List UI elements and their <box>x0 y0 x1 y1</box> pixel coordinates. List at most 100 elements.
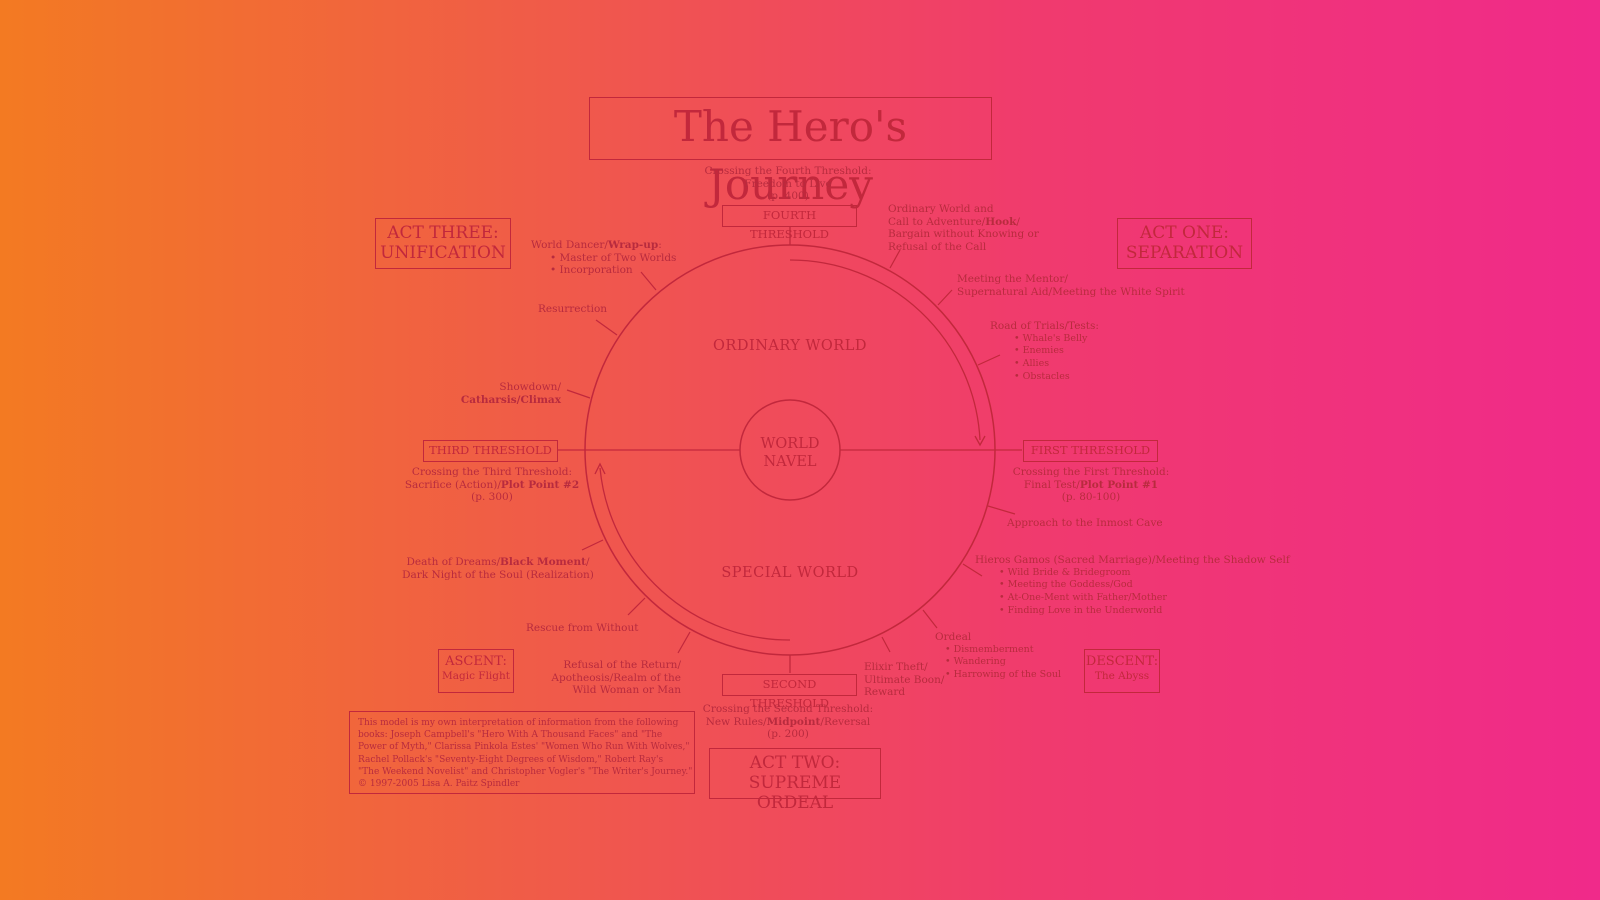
fourth-crossing-line1: Crossing the Fourth Threshold: <box>704 165 872 177</box>
call-slash-text: / <box>1016 215 1020 228</box>
death-of-dreams-text: Death of Dreams/ <box>406 556 501 568</box>
descent-sub: The Abyss <box>1094 670 1150 682</box>
world-dancer-item: Incorporation <box>550 264 676 277</box>
credit-line: Power of Myth," Clarissa Pinkola Estes' … <box>358 742 690 753</box>
upper-journey-arc <box>789 259 981 441</box>
elixir-line1: Elixir Theft/ <box>864 661 928 673</box>
hook-text: Hook <box>985 215 1017 228</box>
fourth-crossing-line2: Freedom to Live <box>744 177 832 190</box>
descent-label: DESCENT: <box>1085 654 1159 669</box>
showdown-line1: Showdown/ <box>499 381 561 393</box>
credit-line: Rachel Pollack's "Seventy-Eight Degrees … <box>358 754 664 765</box>
plot-point-1-text: Plot Point #1 <box>1079 478 1159 491</box>
third-crossing-line1: Crossing the Third Threshold: <box>411 466 573 478</box>
act-one-label: ACT ONE: <box>1140 223 1229 243</box>
upper-arrowhead <box>974 435 986 447</box>
world-dancer-label: World Dancer/Wrap-up: Master of Two Worl… <box>531 239 676 277</box>
ordeal-item: Dismemberment <box>945 644 1061 657</box>
second-crossing-label: Crossing the Second Threshold: New Rules… <box>703 703 873 741</box>
showdown-label: Showdown/ Catharsis/Climax <box>461 381 561 406</box>
tick-hieros <box>962 563 983 577</box>
third-threshold-box: THIRD THRESHOLD <box>423 440 558 462</box>
final-test-text: Final Test/ <box>1023 478 1080 491</box>
mentor-line1: Meeting the Mentor/ <box>957 273 1068 285</box>
act-two-label: ACT TWO: <box>749 753 841 773</box>
credit-line: "The Weekend Novelist" and Christopher V… <box>358 766 693 777</box>
reversal-text: /Reversal <box>820 715 871 728</box>
death-dreams-line1: Death of Dreams/Black Moment/ <box>402 556 594 569</box>
refusal-return-line2: Apotheosis/Realm of the <box>551 671 681 684</box>
ascent-sub: Magic Flight <box>441 670 510 682</box>
trials-item: Whale's Belly <box>1014 333 1099 346</box>
tick-approach <box>987 505 1016 515</box>
trials-label: Road of Trials/Tests: Whale's Belly Enem… <box>990 320 1099 384</box>
ordeal-head: Ordeal <box>935 631 972 643</box>
rescue-label: Rescue from Without <box>526 622 639 634</box>
tick-trials <box>977 354 1001 366</box>
trials-head: Road of Trials/Tests: <box>990 320 1099 332</box>
elixir-line2: Ultimate Boon/ <box>864 673 945 686</box>
elixir-line3: Reward <box>864 686 906 699</box>
tick-mentor <box>937 289 953 306</box>
tick-showdown <box>566 389 591 399</box>
second-crossing-line2: New Rules/Midpoint/Reversal <box>703 716 873 729</box>
third-crossing-line2: Sacrifice (Action)/Plot Point #2 <box>405 479 579 492</box>
third-crossing-label: Crossing the Third Threshold: Sacrifice … <box>405 466 579 504</box>
ascent-label: ASCENT: <box>445 654 507 669</box>
first-crossing-line3: (p. 80-100) <box>1061 491 1121 504</box>
ordeal-item: Harrowing of the Soul <box>945 669 1061 682</box>
copyright-line: © 1997-2005 Lisa A. Paitz Spindler <box>358 779 520 790</box>
world-dancer-item: Master of Two Worlds <box>550 252 677 265</box>
fourth-crossing-label: Crossing the Fourth Threshold: Freedom t… <box>704 165 871 203</box>
ascent-box: ASCENT: Magic Flight <box>438 649 514 693</box>
ordinary-call-line2: Call to Adventure/Hook/ <box>888 216 1039 229</box>
trials-item: Enemies <box>1014 345 1099 358</box>
hieros-item: Meeting the Goddess/God <box>999 579 1290 592</box>
trials-item: Obstacles <box>1014 371 1099 384</box>
new-rules-text: New Rules/ <box>705 715 767 728</box>
world-dancer-line1: World Dancer/Wrap-up: <box>531 239 676 252</box>
tick-ordinary-call <box>889 249 901 269</box>
world-dancer-colon: : <box>658 239 662 251</box>
hieros-item: Finding Love in the Underworld <box>999 605 1290 618</box>
call-to-adventure-text: Call to Adventure/ <box>888 215 986 228</box>
fourth-threshold-box: FOURTH THRESHOLD <box>722 205 857 241</box>
tick-death-dreams <box>581 539 604 551</box>
world-navel-label: WORLD NAVEL <box>750 435 830 471</box>
hieros-item: Wild Bride & Bridegroom <box>999 567 1290 580</box>
act-one-box: ACT ONE: SEPARATION <box>1117 218 1252 269</box>
wrap-up-text: Wrap-up <box>607 239 659 251</box>
ordinary-call-line4: Refusal of the Call <box>888 241 987 254</box>
third-crossing-line3: (p. 300) <box>471 491 513 504</box>
ordinary-call-label: Ordinary World and Call to Adventure/Hoo… <box>888 203 1039 254</box>
tick-ordeal <box>922 609 938 629</box>
death-dreams-label: Death of Dreams/Black Moment/ Dark Night… <box>402 556 594 581</box>
second-crossing-line1: Crossing the Second Threshold: <box>702 703 874 715</box>
black-moment-text: Black Moment <box>500 556 586 568</box>
ordinary-world-label: ORDINARY WORLD <box>713 338 867 354</box>
ordinary-call-line1: Ordinary World and <box>888 203 994 215</box>
catharsis-climax-text: Catharsis/Climax <box>460 393 561 406</box>
tick-refusal-return <box>677 631 691 654</box>
act-two-box: ACT TWO: SUPREME ORDEAL <box>709 748 881 813</box>
refusal-return-line1: Refusal of the Return/ <box>563 659 681 671</box>
second-crossing-line3: (p. 200) <box>767 728 809 741</box>
act-one-name: SEPARATION <box>1125 243 1244 263</box>
credit-box: This model is my own interpretation of i… <box>349 711 695 794</box>
credit-line: books: Joseph Campbell's "Hero With A Th… <box>358 730 663 741</box>
mentor-label: Meeting the Mentor/ Supernatural Aid/Mee… <box>957 273 1185 298</box>
act-three-label: ACT THREE: <box>387 223 499 243</box>
death-dreams-slash: / <box>585 556 590 568</box>
mentor-line2: Supernatural Aid/Meeting the White Spiri… <box>957 285 1185 298</box>
refusal-return-label: Refusal of the Return/ Apotheosis/Realm … <box>551 659 681 697</box>
first-crossing-line1: Crossing the First Threshold: <box>1012 466 1170 478</box>
world-navel-line1: WORLD <box>760 436 820 452</box>
first-crossing-line2: Final Test/Plot Point #1 <box>1013 479 1170 492</box>
act-three-name: UNIFICATION <box>380 243 506 263</box>
descent-box: DESCENT: The Abyss <box>1084 649 1160 693</box>
hieros-head: Hieros Gamos (Sacred Marriage)/Meeting t… <box>975 554 1290 566</box>
world-navel-line2: NAVEL <box>763 454 817 470</box>
tick-elixir <box>881 636 891 653</box>
page-title: The Hero's Journey <box>589 97 992 209</box>
